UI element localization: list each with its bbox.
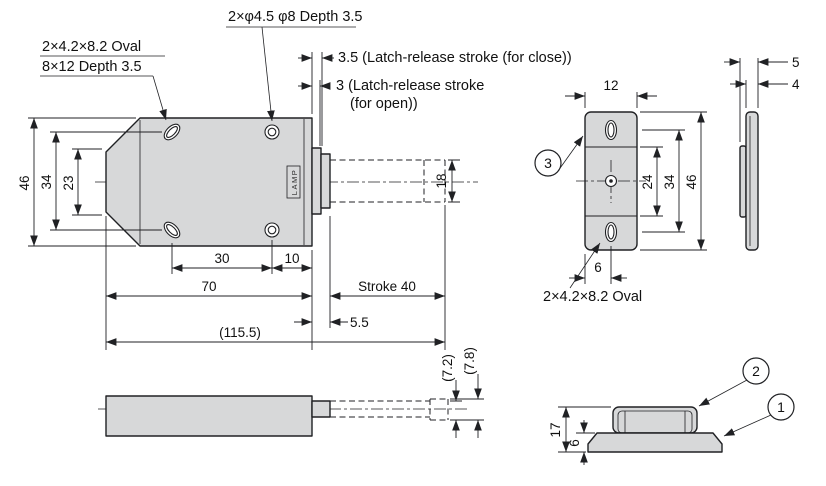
latch-head-extended-dashed [330,159,446,203]
catch-raised-detail-lines [624,411,686,433]
strike-oval-bottom-inner [607,224,615,240]
dim-46-label: 46 [17,175,32,190]
dim-24-label: 24 [640,174,655,190]
dim-34-strike-label: 34 [662,174,677,190]
dim-7-8-label: (7.8) [462,347,477,375]
strike-plate-side-view: 5 4 [724,55,800,251]
strike-front-dimensions: 12 24 34 46 6 2×4.2×8.2 Oval [543,78,707,305]
extension-lines-bottom [105,205,446,350]
catch-base-plate [587,432,723,453]
balloon-2 [742,357,770,385]
oval-hole-inner [166,126,178,138]
balloon-1-label: 1 [777,399,785,415]
round-hole-top-inner [267,127,277,137]
strike-oval-top-inner [607,122,615,138]
strike-plate-front-view: 3 [534,111,646,251]
latch-plan-view: LAMP [95,117,478,247]
latch-side-view: (7.2) (7.8) [98,347,484,438]
dim-4-label: 4 [792,77,800,92]
callout-oval-line2: 8×12 Depth 3.5 [42,59,142,75]
dim-12-label: 12 [603,78,618,93]
plan-view-dimensions: 46 34 23 18 30 10 70 Stroke 40 5.5 (115.… [17,50,572,350]
dim-46-strike-label: 46 [684,174,699,189]
callout-strike-oval: 2×4.2×8.2 Oval [543,289,642,305]
latch-head-step1 [311,147,322,215]
dim-115-5-label: (115.5) [219,325,261,340]
strike-center-dot [609,179,613,183]
note-release-close: 3.5 (Latch-release stroke (for close)) [338,50,572,66]
plan-view-callouts: 2×4.2×8.2 Oval 8×12 Depth 3.5 2×φ4.5 φ8 … [40,9,363,122]
balloon-2-leader [698,379,748,407]
dim-7-2-label: (7.2) [440,354,455,382]
dim-6-label: 6 [594,260,602,275]
oval-hole-bottom-left [163,221,181,239]
dim-30-label: 30 [214,251,229,266]
extension-lines-18 [448,159,460,203]
dim-17-label: 17 [548,422,563,437]
latch-side-rod [311,400,331,418]
dim-5-5-label: 5.5 [350,315,369,330]
catch-side-view: 17 6 2 1 [548,357,795,465]
latch-side-extended-dashed [330,398,449,421]
callout-round-holes: 2×φ4.5 φ8 Depth 3.5 [228,9,363,25]
latch-head-step2 [320,153,331,209]
dim-6-catch-label: 6 [567,439,582,447]
balloon-1-leader [723,414,772,437]
dim-34-label: 34 [39,174,54,190]
balloon-3-label: 3 [544,155,552,171]
strike-plate-section-lines [585,146,637,217]
callout-strike-oval-leader [569,242,601,289]
callout-oval-underline [40,55,165,77]
balloon-3-leader [557,135,584,172]
brand-label: LAMP [290,169,299,195]
strike-side-bump [739,145,747,218]
strike-extension-lines [584,92,707,284]
callout-oval-line1: 2×4.2×8.2 Oval [42,39,141,55]
latch-body-inner-edges [139,119,305,245]
balloon-1 [767,393,795,421]
dim-5-label: 5 [792,55,800,70]
oval-hole-inner [166,224,178,236]
strike-side-plate [745,111,759,251]
balloon-3 [534,149,562,177]
side-extension-lines [450,398,484,421]
balloon-2-label: 2 [752,363,760,379]
brand-badge [286,165,301,199]
stroke-40-label: Stroke 40 [358,279,416,294]
note-release-open-line1: 3 (Latch-release stroke [336,78,484,94]
latch-side-body [105,395,313,437]
callout-round-holes-leader [261,26,275,122]
extension-lines-top [311,52,323,146]
dim-10-label: 10 [284,251,299,266]
note-release-open-line2: (for open)) [350,96,418,112]
dim-23-label: 23 [61,175,76,190]
dim-18-label: 18 [434,173,449,188]
callout-oval-leader [152,75,167,121]
dim-70-label: 70 [201,279,216,294]
oval-hole-top-left [163,123,181,141]
latch-body-outline [105,117,313,247]
round-hole-bottom-inner [267,225,277,235]
